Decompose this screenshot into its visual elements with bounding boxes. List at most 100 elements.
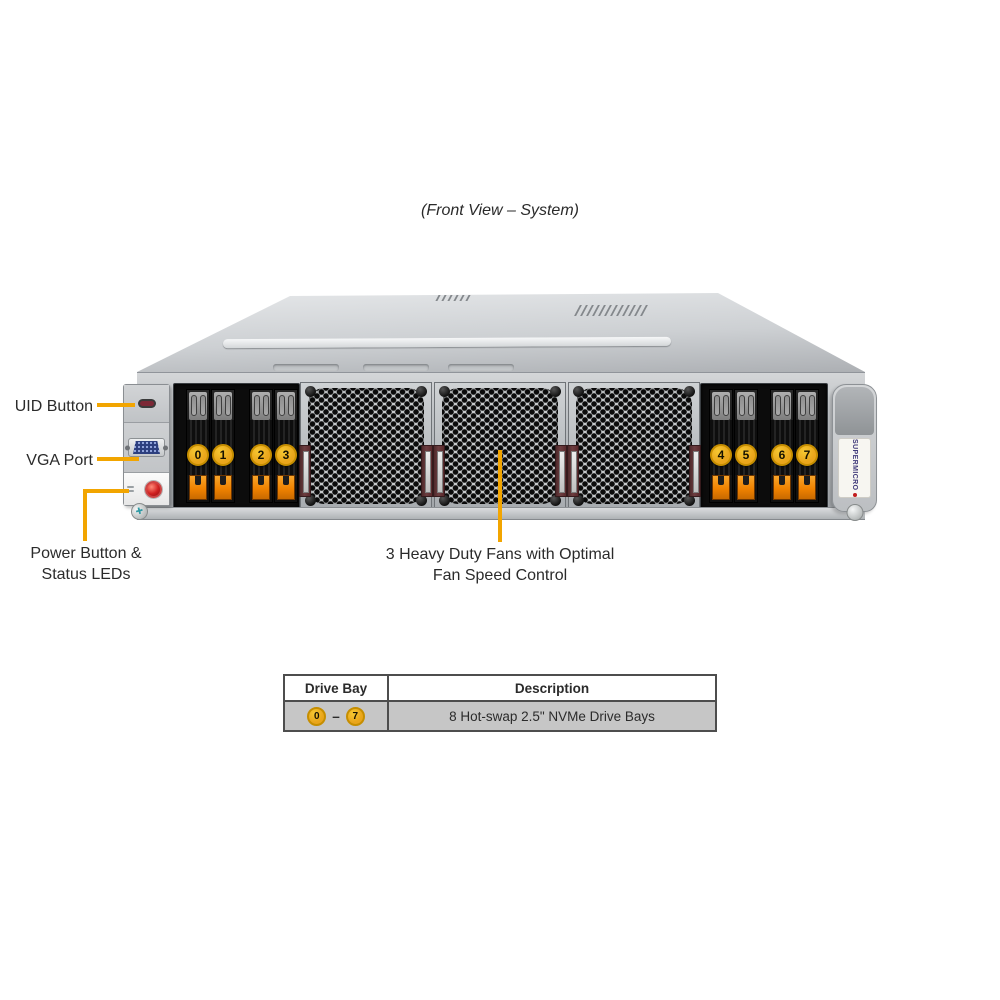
uid-button-icon — [137, 399, 156, 408]
vga-port-plate — [128, 438, 165, 457]
tray-release-latch — [712, 475, 730, 500]
fan-callout-label: 3 Heavy Duty Fans with Optimal Fan Speed… — [320, 544, 680, 586]
tray-release-latch — [214, 475, 232, 500]
tray-vent-slots — [773, 392, 791, 420]
fan-module-3 — [567, 382, 701, 512]
drive-bay-number-badge: 4 — [710, 444, 732, 466]
tray-vent-slots — [214, 392, 232, 420]
tray-release-latch — [737, 475, 755, 500]
fan-screw-icon — [439, 495, 450, 506]
table-data-row: 0 – 7 8 Hot-swap 2.5" NVMe Drive Bays — [285, 702, 715, 730]
fan-handle — [567, 445, 579, 497]
uid-button-label: UID Button — [14, 398, 93, 415]
tray-vent-slots — [252, 392, 270, 420]
tray-body: 4 — [710, 420, 732, 475]
table-cell-description: 8 Hot-swap 2.5" NVMe Drive Bays — [449, 708, 655, 724]
lid-recess — [448, 364, 514, 371]
supermicro-logo: SUPERMICRO — [851, 439, 858, 491]
power-button-label: Power Button & Status LEDs — [0, 543, 172, 585]
drive-bay-number-badge: 7 — [796, 444, 818, 466]
server-front-view: ✚ 0 1 — [123, 290, 877, 530]
drive-tray-1: 1 — [211, 389, 235, 503]
power-callout-line-vertical — [83, 489, 87, 541]
drive-tray-4: 4 — [709, 389, 733, 503]
drive-bay-number-badge: 0 — [187, 444, 209, 466]
fan-screw-icon — [305, 495, 316, 506]
lid-recess — [273, 364, 339, 371]
chassis-front-face: ✚ 0 1 — [123, 372, 877, 522]
fan-handle — [689, 445, 701, 497]
drive-tray-0: 0 — [186, 389, 210, 503]
lid-vent-slits-small — [435, 295, 471, 301]
right-thumbscrew-icon — [846, 504, 863, 521]
right-ear-handle: SUPERMICRO — [832, 384, 877, 521]
tray-vent-slots — [712, 392, 730, 420]
vga-section — [124, 423, 169, 473]
fan-screw-icon — [550, 495, 561, 506]
power-button-icon — [145, 480, 162, 498]
fan-label-line2: Fan Speed Control — [432, 567, 568, 584]
status-led-icons — [127, 486, 134, 492]
fan-handle — [555, 445, 567, 497]
drive-bay-number-badge: 6 — [771, 444, 793, 466]
table-header-drive-bay: Drive Bay — [285, 676, 389, 700]
fan-screw-icon — [684, 495, 695, 506]
tray-vent-slots — [798, 392, 816, 420]
vga-callout-line — [97, 457, 139, 461]
uid-callout-line — [97, 403, 135, 407]
fan-callout-line — [498, 450, 502, 542]
tray-release-latch — [798, 475, 816, 500]
tray-body: 5 — [735, 420, 757, 475]
drive-bay-group-right: 4 5 6 — [700, 383, 828, 510]
fan-screw-icon — [550, 386, 561, 397]
bay-range-dash: – — [332, 708, 340, 724]
brand-label: SUPERMICRO — [838, 438, 871, 498]
fan-handle — [433, 445, 445, 497]
fan-grille — [576, 388, 692, 504]
vga-port-label: VGA Port — [26, 452, 93, 469]
power-label-line2: Status LEDs — [41, 566, 131, 583]
tray-release-latch — [773, 475, 791, 500]
fan-screw-icon — [573, 386, 584, 397]
fan-screw-icon — [684, 386, 695, 397]
tray-vent-slots — [189, 392, 207, 420]
fan-label-line1: 3 Heavy Duty Fans with Optimal — [385, 546, 615, 563]
fan-screw-icon — [573, 495, 584, 506]
tray-release-latch — [277, 475, 295, 500]
logo-dot-icon — [852, 492, 857, 497]
tray-release-latch — [189, 475, 207, 500]
vga-port-icon — [133, 441, 160, 454]
lid-vent-slits — [574, 305, 648, 316]
table-cell-bay-range: 0 – 7 — [285, 702, 389, 730]
drive-bay-number-badge: 2 — [250, 444, 272, 466]
power-label-line1: Power Button & — [30, 545, 142, 562]
drive-tray-2: 2 — [249, 389, 273, 503]
drive-bay-number-badge: 5 — [735, 444, 757, 466]
fan-handle — [299, 445, 311, 497]
fan-screw-icon — [416, 386, 427, 397]
fan-screw-icon — [305, 386, 316, 397]
fan-grille — [442, 388, 558, 504]
drive-bay-number-badge: 3 — [275, 444, 297, 466]
tray-vent-slots — [737, 392, 755, 420]
tray-release-latch — [252, 475, 270, 500]
lid-recess — [363, 364, 429, 371]
bay-range-end-badge: 7 — [345, 706, 365, 726]
fan-module-2 — [433, 382, 567, 512]
tray-body: 2 — [250, 420, 272, 475]
power-section — [124, 473, 169, 505]
tray-body: 3 — [275, 420, 297, 475]
power-callout-line-horizontal — [83, 489, 129, 493]
drive-tray-7: 7 — [795, 389, 819, 503]
table-header-row: Drive Bay Description — [285, 676, 715, 702]
drive-tray-5: 5 — [734, 389, 758, 503]
tray-body: 6 — [771, 420, 793, 475]
fan-screw-icon — [439, 386, 450, 397]
tray-body: 7 — [796, 420, 818, 475]
lid-groove — [222, 336, 672, 349]
diagram-title: (Front View – System) — [421, 202, 579, 219]
drive-bay-number-badge: 1 — [212, 444, 234, 466]
tray-body: 0 — [187, 420, 209, 475]
chassis-top-lid — [137, 293, 865, 372]
